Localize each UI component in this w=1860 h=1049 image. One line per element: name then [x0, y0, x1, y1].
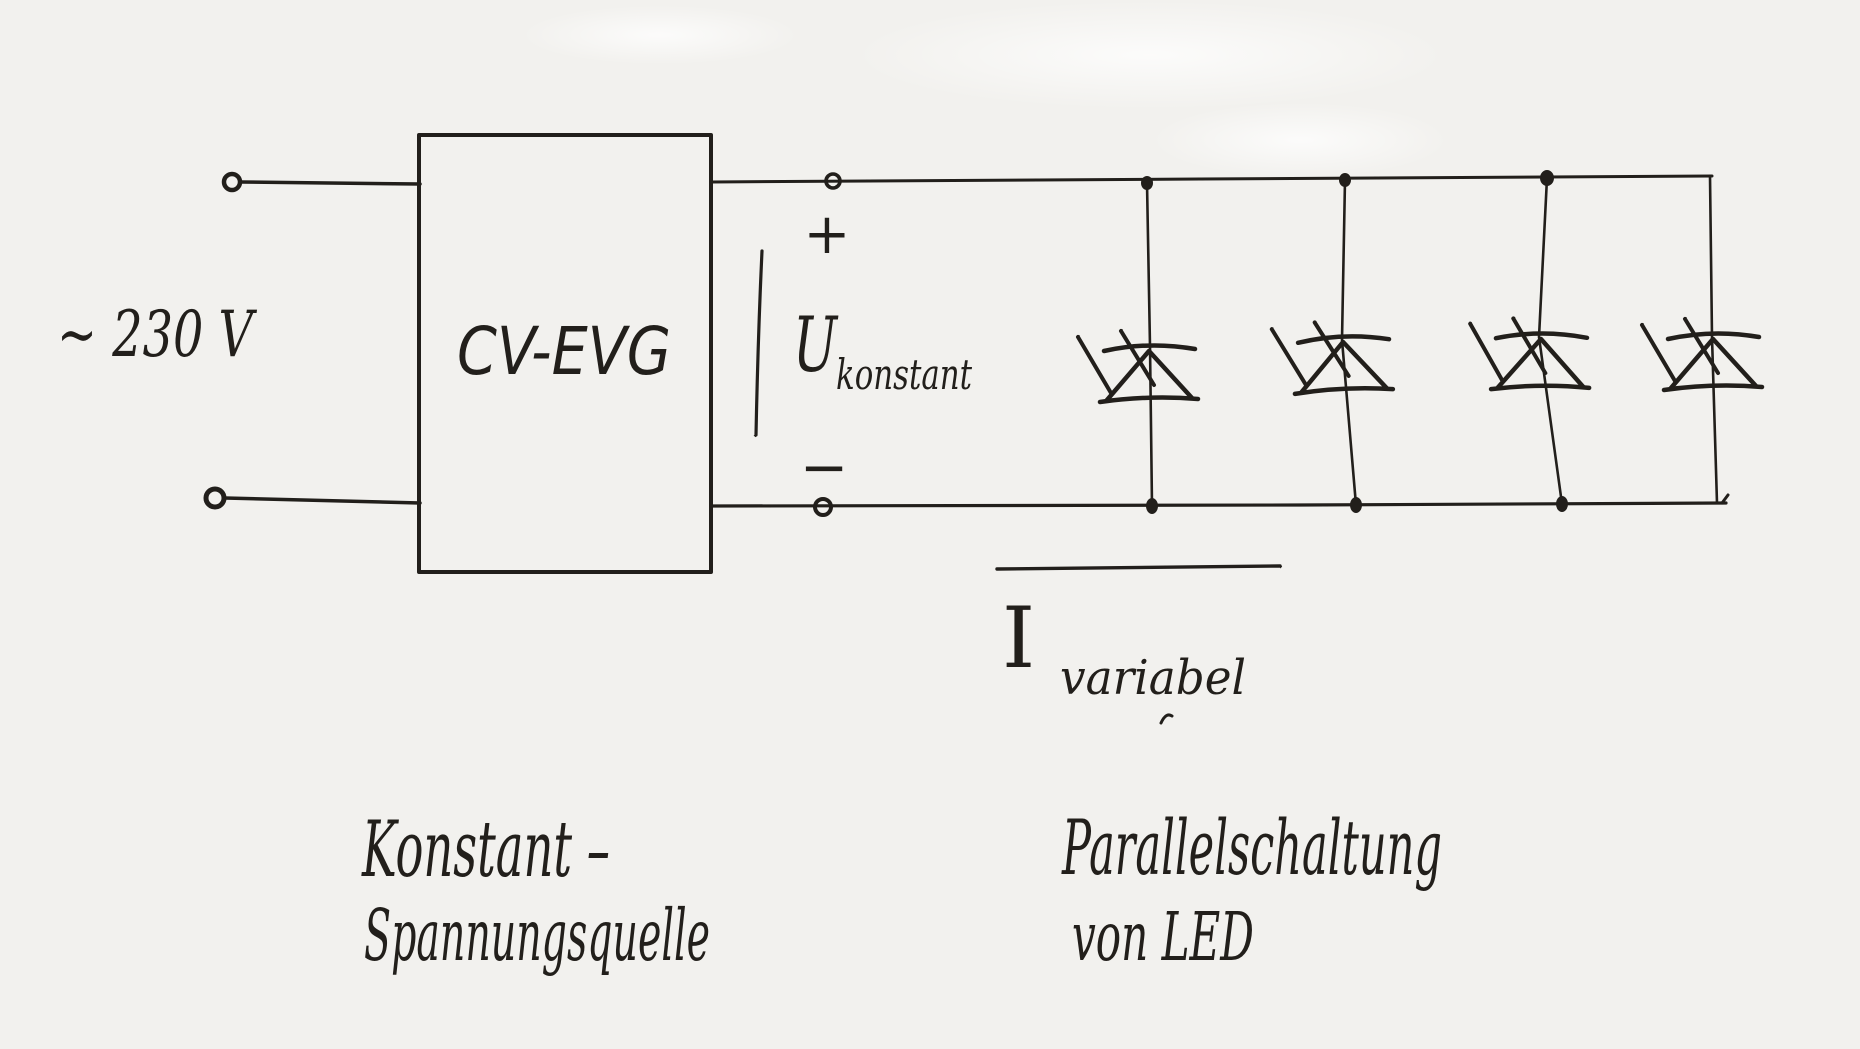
- converter: CV-EVG: [417, 133, 713, 574]
- current-symbol-label: I: [1002, 589, 1035, 687]
- led-branch: [1272, 173, 1393, 513]
- output-terminal-plus-icon: [824, 172, 842, 190]
- current-subscript-label: variabel: [1060, 650, 1246, 706]
- converter-box-label: CV-EVG: [457, 312, 671, 389]
- ac-supply-label: ∼ 230 V: [57, 297, 258, 371]
- corner-tick: [1720, 493, 1730, 505]
- junction-dot: [1556, 496, 1568, 512]
- paper-sheen: [520, 0, 1450, 178]
- junction-dot: [1350, 497, 1362, 513]
- branch-wire: [1537, 176, 1564, 506]
- junction-dot: [1146, 498, 1158, 514]
- caption-left-line2: Spannungsquelle: [364, 894, 710, 977]
- junction-dot: [1339, 173, 1351, 187]
- current-arrow-icon: [995, 564, 1280, 569]
- stray-ink-mark: [1159, 713, 1174, 725]
- led-branch: [1078, 176, 1198, 514]
- caption-right-line2: von LED: [1072, 899, 1254, 977]
- voltage-annotation: + − U konstant: [756, 202, 972, 501]
- caption-right-line1: Parallelschaltung: [1061, 804, 1442, 892]
- voltage-arrow-icon: [756, 249, 764, 435]
- voltage-subscript-label: konstant: [836, 350, 972, 399]
- branch-wire: [1340, 178, 1358, 507]
- junction-dot: [1141, 176, 1153, 190]
- supply-terminal-bottom-icon: [203, 486, 227, 510]
- supply-wire-top: [239, 180, 422, 186]
- caption-parallel: Parallelschaltung von LED: [1061, 804, 1442, 977]
- caption-left-line1: Konstant –: [361, 805, 610, 896]
- supply-wire-bottom: [223, 496, 422, 505]
- voltage-symbol-label: U: [793, 300, 839, 389]
- supply-input: [203, 171, 422, 510]
- junction-dot: [1540, 170, 1554, 186]
- led-branch: [1642, 174, 1762, 505]
- polarity-plus-label: +: [804, 202, 851, 267]
- polarity-minus-label: −: [800, 433, 849, 501]
- output-terminal-minus-icon: [813, 497, 833, 517]
- led-parallel-bank: [1078, 170, 1762, 514]
- output-rail-bottom: [709, 501, 1728, 508]
- current-annotation: I variabel: [995, 564, 1280, 706]
- caption-source: Konstant – Spannungsquelle: [361, 805, 710, 977]
- supply-terminal-top-icon: [221, 171, 243, 193]
- ac-supply-label-group: ∼ 230 V: [57, 297, 258, 371]
- converter-box: [417, 133, 713, 574]
- led-branch: [1469, 170, 1590, 512]
